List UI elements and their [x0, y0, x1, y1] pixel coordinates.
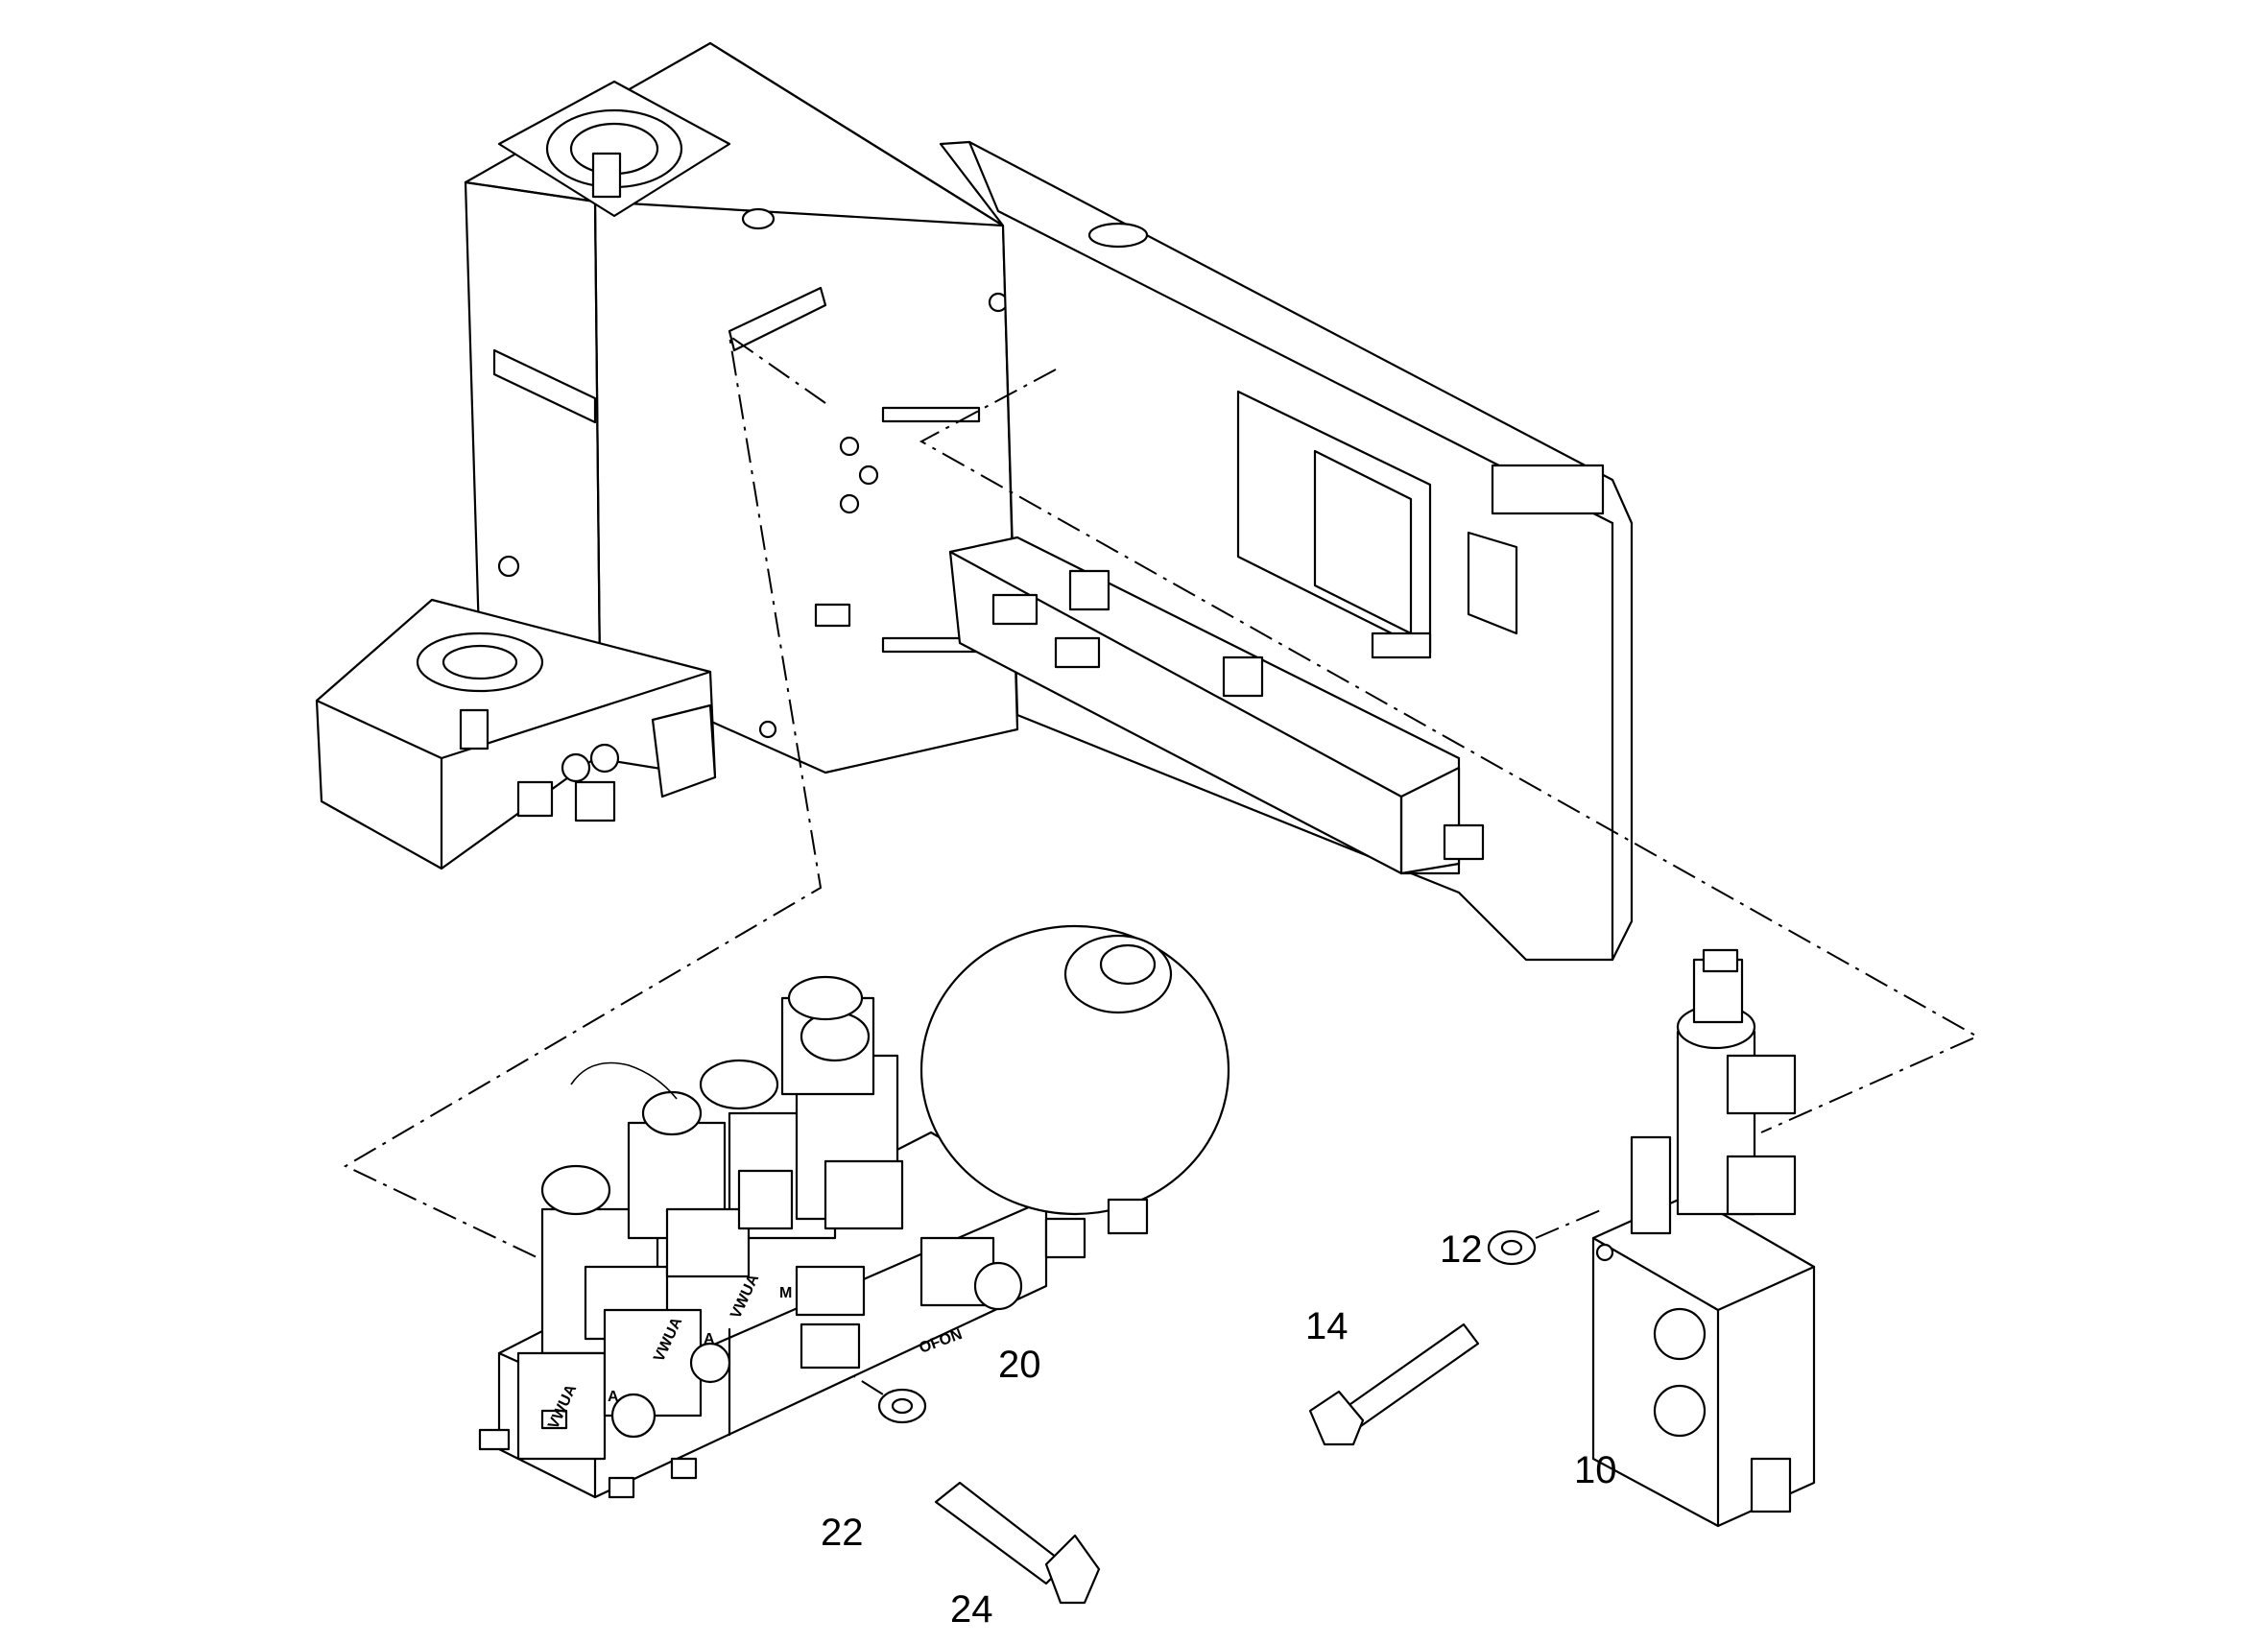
bolt-24 — [934, 1481, 1101, 1605]
callout-24: 24 — [950, 1588, 993, 1631]
callout-14: 14 — [1305, 1305, 1349, 1347]
callout-22: 22 — [821, 1512, 864, 1554]
relief-valve-10 — [1591, 948, 1816, 1528]
chassis-frame — [315, 41, 1634, 962]
callout-20: 20 — [998, 1344, 1041, 1386]
callout-labels: 10 12 14 20 22 24 — [821, 1228, 1617, 1631]
washer-12 — [1487, 1229, 1537, 1266]
callout-10: 10 — [1574, 1449, 1617, 1491]
valve-block-assembly: VWUA VWUA VWUA A A M OFON — [478, 924, 1230, 1499]
stamp-m: M — [779, 1285, 792, 1301]
stamp-a-1: A — [608, 1389, 619, 1405]
leader-lines — [343, 333, 1980, 1417]
bolt-14 — [1308, 1322, 1480, 1446]
washer-22 — [877, 1388, 927, 1424]
callout-12: 12 — [1440, 1228, 1483, 1271]
stamp-a-2: A — [704, 1331, 715, 1347]
